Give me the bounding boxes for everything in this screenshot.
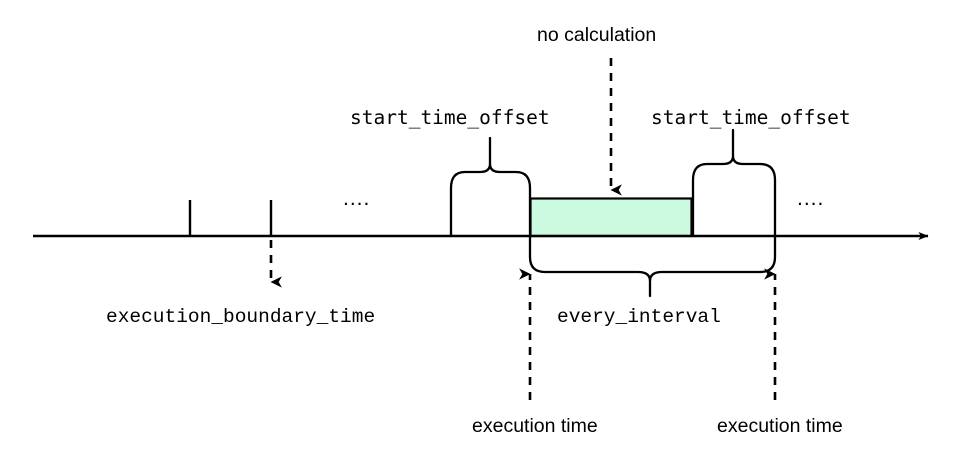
ellipsis-right: ....	[797, 187, 825, 210]
label-every-interval: every_interval	[557, 306, 721, 328]
label-execution-time-right: execution time	[717, 415, 843, 437]
label-start-time-offset-right: start_time_offset	[651, 106, 851, 129]
brace-start-time-offset-right	[691, 128, 777, 238]
brace-start-time-offset-left	[449, 136, 532, 238]
ellipsis-left: ....	[343, 187, 371, 210]
label-execution-boundary-time: execution_boundary_time	[106, 306, 376, 328]
label-start-time-offset-left: start_time_offset	[350, 106, 550, 129]
no-calculation-region	[529, 197, 693, 238]
label-no-calculation: no calculation	[537, 24, 657, 46]
brace-every-interval	[528, 234, 777, 298]
label-execution-time-left: execution time	[472, 415, 598, 437]
